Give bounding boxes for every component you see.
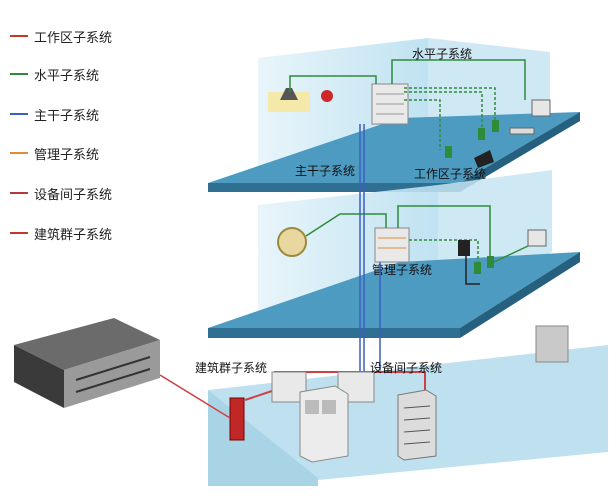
building-entry-box [229, 397, 245, 441]
legend-item-management: 管理子系统 [10, 143, 99, 163]
floor-1: 建筑群子系统 设备间子系统 [195, 325, 608, 486]
computer-monitor-icon [527, 229, 547, 247]
floor-2-floor-right [460, 252, 580, 338]
horizontal-cable [404, 87, 496, 120]
wall-outlet [445, 146, 452, 158]
wall-outlet [474, 262, 481, 274]
building-side [64, 340, 160, 408]
floor-3-floor-right [460, 112, 580, 192]
label-building-group: 建筑群子系统 [195, 360, 267, 375]
building-top [14, 318, 160, 370]
server-cabinet [299, 385, 349, 463]
server-fan [305, 400, 319, 414]
horizontal-cable [409, 239, 479, 270]
server-fan [322, 400, 336, 414]
horizontal-cable [404, 91, 483, 128]
rack-line [403, 441, 431, 445]
floor-2-floor-front [208, 328, 460, 338]
wall-outlet [487, 256, 494, 268]
telephone-icon [474, 150, 494, 168]
legend-label: 水平子系统 [34, 68, 100, 84]
legend-label: 建筑群子系统 [34, 227, 113, 243]
horizontal-cable [391, 59, 526, 100]
floor-3-floor-top-main [208, 112, 580, 183]
external-building [14, 318, 231, 419]
wireless-ap-icon [277, 227, 307, 257]
floor-2: 管理子系统 [208, 170, 580, 338]
patch-panel-2 [374, 227, 410, 263]
legend-item-equipment-room: 设备间子系统 [10, 183, 112, 203]
floor-2-floor-top [208, 252, 580, 328]
horizontal-cable [289, 75, 377, 92]
legend-item-building-group: 建筑群子系统 [10, 223, 112, 243]
legend-item-backbone: 主干子系统 [10, 104, 99, 124]
ceiling-light-panel [268, 92, 310, 112]
label-backbone-3: 主干子系统 [295, 164, 355, 178]
rack-line [403, 417, 431, 421]
legend-swatch [10, 73, 28, 75]
keyboard-icon [509, 127, 535, 135]
rack-line [403, 405, 431, 409]
label-management: 管理子系统 [372, 262, 432, 277]
workstation-cable [465, 256, 480, 285]
legend-label: 主干子系统 [34, 108, 100, 124]
legend-item-work-area: 工作区子系统 [10, 26, 112, 46]
legend-swatch [10, 35, 28, 37]
legend-item-horizontal: 水平子系统 [10, 64, 99, 84]
legend-label: 设备间子系统 [34, 187, 113, 203]
building-front [14, 345, 64, 408]
horizontal-cable [397, 205, 491, 258]
legend-label: 工作区子系统 [34, 30, 113, 46]
workstation-cable [493, 245, 529, 263]
legend-swatch [10, 113, 28, 115]
computer-monitor-icon [531, 99, 551, 117]
label-horizontal: 水平子系统 [412, 47, 472, 61]
building-window-line [75, 356, 151, 381]
server-rack [397, 389, 437, 461]
legend-swatch [10, 152, 28, 154]
legend-swatch [10, 232, 28, 234]
rack-line [403, 429, 431, 433]
label-equipment-room: 设备间子系统 [370, 361, 442, 375]
telephone-icon [458, 240, 470, 256]
wall-outlet [492, 120, 499, 132]
legend-swatch [10, 192, 28, 194]
building-window-line [75, 368, 151, 393]
building-icon [535, 325, 569, 363]
legend-label: 管理子系统 [34, 147, 100, 163]
alarm-bell-icon [321, 90, 333, 102]
floor-3: 水平子系统 主干子系统 工作区子系统 [208, 38, 580, 192]
label-work-area: 工作区子系统 [414, 167, 486, 181]
horizontal-cable [305, 213, 387, 237]
campus-cable [159, 374, 231, 419]
horizontal-cable [404, 99, 441, 150]
ceiling-lamp-icon [280, 88, 298, 100]
wall-outlet [478, 128, 485, 140]
